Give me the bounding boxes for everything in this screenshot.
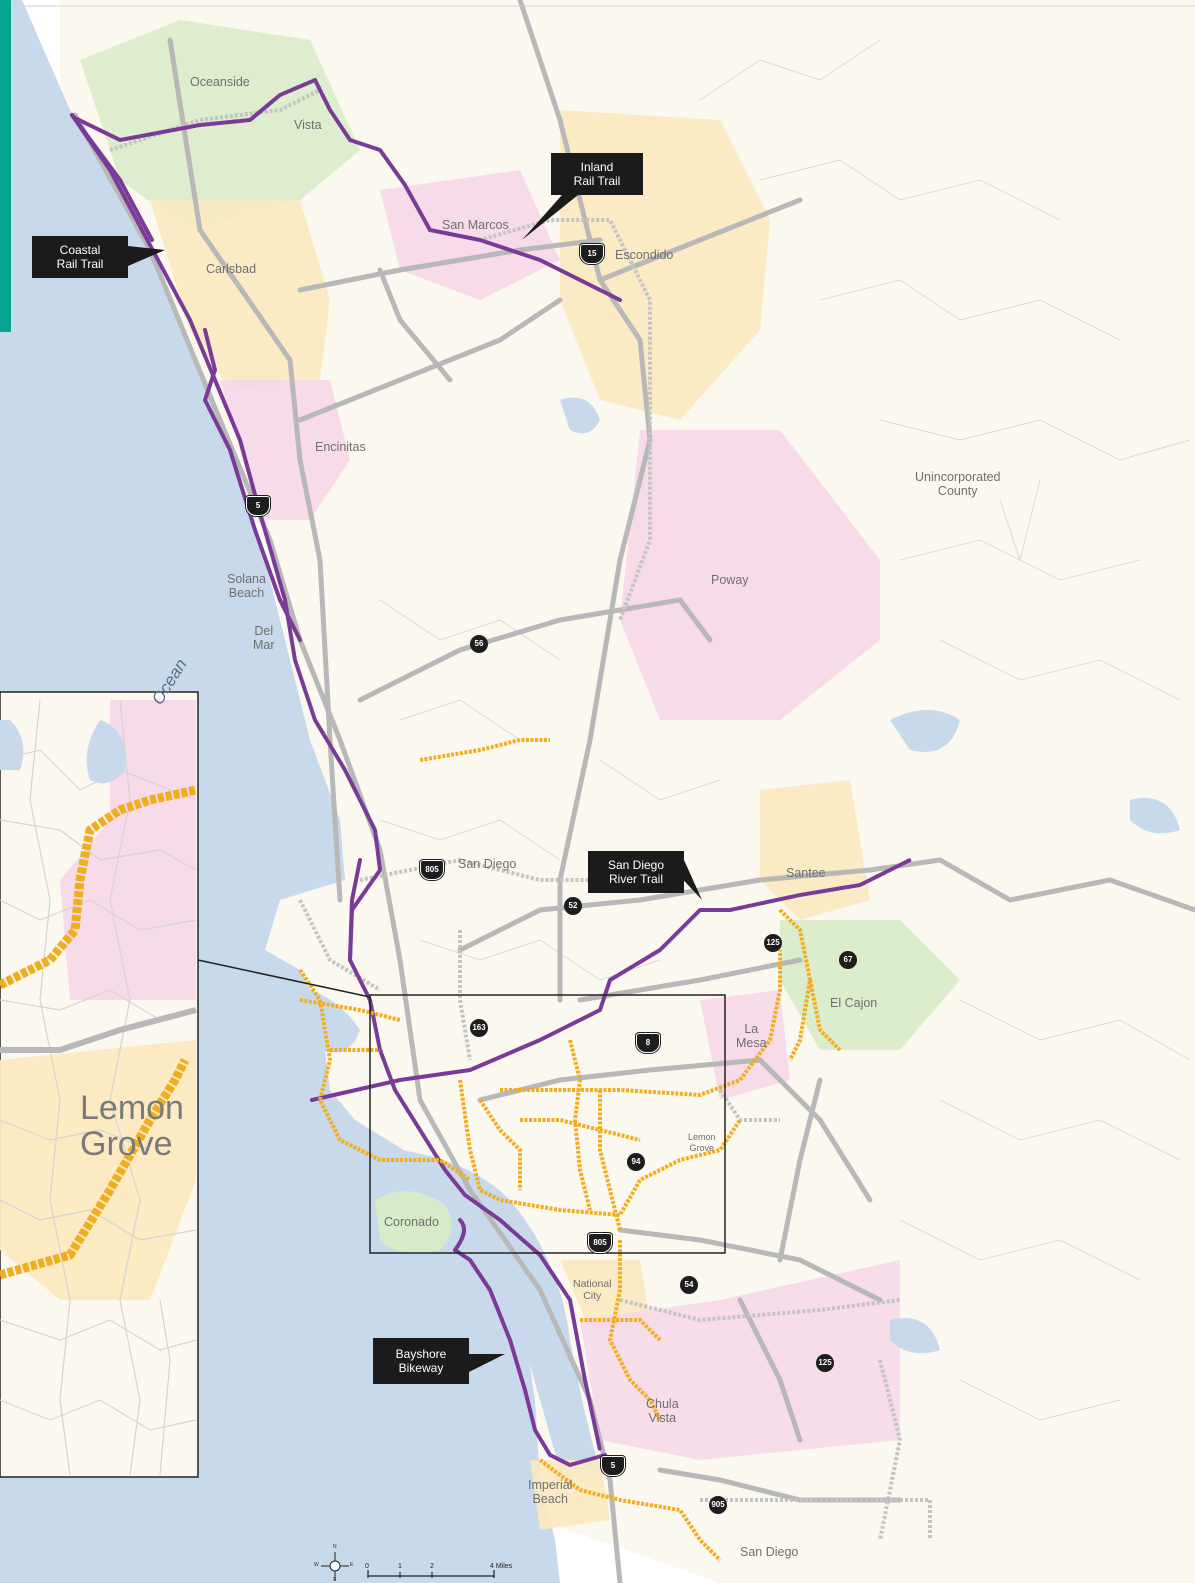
inset-lake [86, 720, 126, 784]
san-diego-bay [390, 1150, 600, 1470]
place-chula-vista: Chula Vista [646, 1397, 679, 1425]
poway-tint [620, 430, 880, 720]
interstate-805-shield-north: 805 [420, 860, 444, 880]
place-oceanside: Oceanside [190, 75, 250, 89]
inland-rail-trail-solid [428, 228, 622, 302]
place-vista: Vista [294, 118, 322, 132]
lake [890, 710, 960, 752]
interstate-5-shield: 5 [246, 496, 270, 516]
route-163-shield: 163 [470, 1019, 488, 1037]
inset-pink-area [60, 700, 196, 1000]
coastal-rail-trail [70, 113, 572, 1302]
inset-leader-line [197, 959, 371, 998]
place-san-marcos: San Marcos [442, 218, 509, 232]
scale-bar [367, 1570, 495, 1578]
place-carlsbad: Carlsbad [206, 262, 257, 276]
route-125-shield-north: 125 [764, 934, 782, 952]
santee-tint [760, 780, 870, 920]
place-unincorporated-county: Unincorporated County [915, 470, 1001, 498]
inset-yellow-area [0, 1040, 196, 1300]
inland-rail-trail [73, 78, 432, 232]
place-national-city: National City [573, 1278, 612, 1302]
inland-rail-trail-callout: Inland Rail Trail [551, 153, 643, 195]
coronado-island [375, 1191, 452, 1254]
inset-lake-2 [0, 720, 24, 770]
compass-south: S [333, 1577, 337, 1583]
place-encinitas: Encinitas [315, 440, 366, 454]
scale-tick-2: 2 [430, 1563, 434, 1570]
national-city-tint [560, 1260, 650, 1330]
route-67-shield: 67 [839, 951, 857, 969]
place-la-mesa: La Mesa [736, 1022, 767, 1050]
place-poway: Poway [711, 573, 749, 587]
coastal-solid [70, 113, 154, 242]
route-94-shield: 94 [627, 1153, 645, 1171]
interstate-5-shield-south: 5 [601, 1456, 625, 1476]
scale-tick-0: 0 [365, 1563, 369, 1570]
san-diego-river-trail [310, 908, 732, 1102]
san-diego-river-east [728, 858, 912, 912]
place-san-diego: San Diego [458, 857, 517, 871]
place-escondido: Escondido [615, 248, 674, 262]
scale-tick-1: 1 [398, 1563, 402, 1570]
route-52-shield: 52 [564, 897, 582, 915]
route-54-shield: 54 [680, 1276, 698, 1294]
place-coronado: Coronado [384, 1215, 439, 1229]
bayshore-bikeway-callout: Bayshore Bikeway [373, 1338, 469, 1384]
inset-extent-box [369, 994, 726, 1254]
planned-bikeways [298, 738, 842, 1562]
route-125-shield-south: 125 [816, 1354, 834, 1372]
coastal-solid-south [203, 328, 302, 642]
coronado-bikeway [453, 1218, 466, 1252]
inset-map [0, 691, 199, 1478]
san-diego-river-trail-callout: San Diego River Trail [588, 851, 684, 893]
interstate-15-shield: 15 [580, 244, 604, 264]
lake [890, 1318, 940, 1354]
interstate-805-shield-south: 805 [588, 1233, 612, 1253]
compass-north: N [333, 1544, 337, 1550]
bayshore-bikeway [453, 1248, 607, 1467]
i805-corridor [348, 858, 362, 962]
inset-label-lemon-grove: Lemon Grove [80, 1090, 184, 1162]
place-del-mar: Del Mar [253, 624, 275, 652]
el-cajon-tint [780, 920, 960, 1050]
scale-tick-4-miles: 4 Miles [490, 1563, 513, 1570]
place-santee: Santee [786, 866, 826, 880]
inset-planned-bikeway-2 [0, 1057, 190, 1280]
route-56-shield: 56 [470, 635, 488, 653]
coastal-rail-trail-callout: Coastal Rail Trail [32, 236, 128, 278]
place-solana-beach: Solana Beach [227, 572, 266, 600]
imperial-beach-tint [530, 1460, 610, 1530]
existing-bikeways [70, 78, 912, 1467]
lake [560, 397, 600, 434]
place-el-cajon: El Cajon [830, 996, 878, 1010]
lake [1130, 798, 1180, 834]
section-accent-bar [0, 0, 11, 332]
carlsbad-tint [150, 200, 330, 390]
compass-rose [321, 1552, 349, 1580]
interstate-8-shield: 8 [636, 1033, 660, 1053]
compass-east: E [350, 1562, 354, 1568]
place-san-diego-south: San Diego [740, 1545, 799, 1559]
bayshore-south [568, 1298, 602, 1452]
inset-planned-bikeway [0, 785, 197, 990]
compass-west: W [314, 1562, 319, 1568]
place-lemon-grove: Lemon Grove [688, 1132, 716, 1153]
la-mesa-tint [700, 990, 790, 1100]
place-imperial-beach: Imperial Beach [528, 1478, 573, 1506]
route-905-shield: 905 [709, 1496, 727, 1514]
